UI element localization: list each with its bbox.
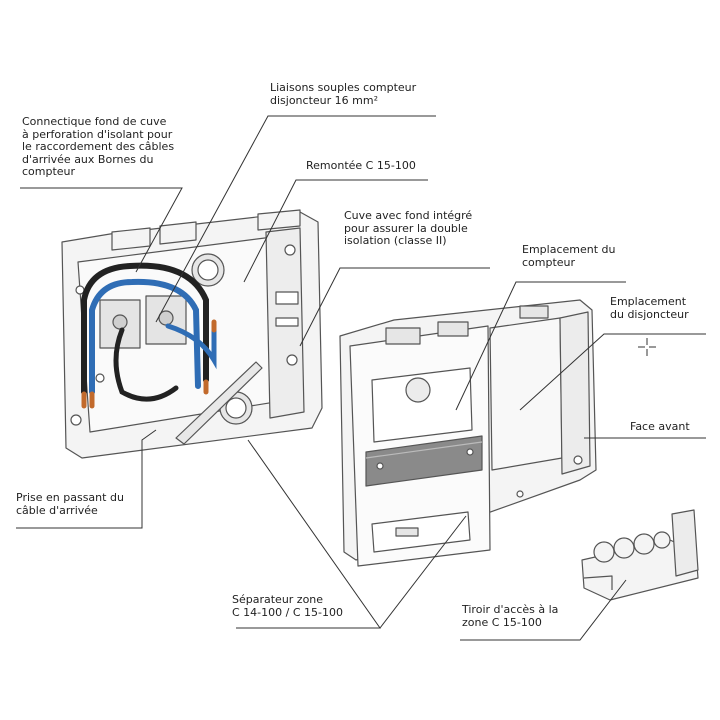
- label-tiroir-acces: Tiroir d'accès à la zone C 15-100: [462, 603, 559, 629]
- label-emplacement-compteur: Emplacement du compteur: [522, 243, 616, 269]
- label-emplacement-disjoncteur: Emplacement du disjoncteur: [610, 295, 689, 321]
- label-connectique: Connectique fond de cuve à perforation d…: [22, 115, 175, 178]
- label-liaisons-souples: Liaisons souples compteur disjoncteur 16…: [270, 81, 417, 107]
- right-tank-assembly: [339, 299, 597, 567]
- drawer-assembly: [581, 509, 699, 601]
- cables: [81, 262, 217, 409]
- crosshair-icon: [638, 338, 656, 356]
- leader-lines: [16, 115, 706, 641]
- label-remontee: Remontée C 15-100: [306, 159, 416, 172]
- label-face-avant: Face avant: [630, 420, 690, 433]
- label-prise-en-passant: Prise en passant du câble d'arrivée: [16, 491, 124, 517]
- left-tank-assembly: [61, 209, 323, 459]
- label-cuve: Cuve avec fond intégré pour assurer la d…: [344, 209, 473, 247]
- label-separateur-zone: Séparateur zone C 14-100 / C 15-100: [232, 593, 343, 619]
